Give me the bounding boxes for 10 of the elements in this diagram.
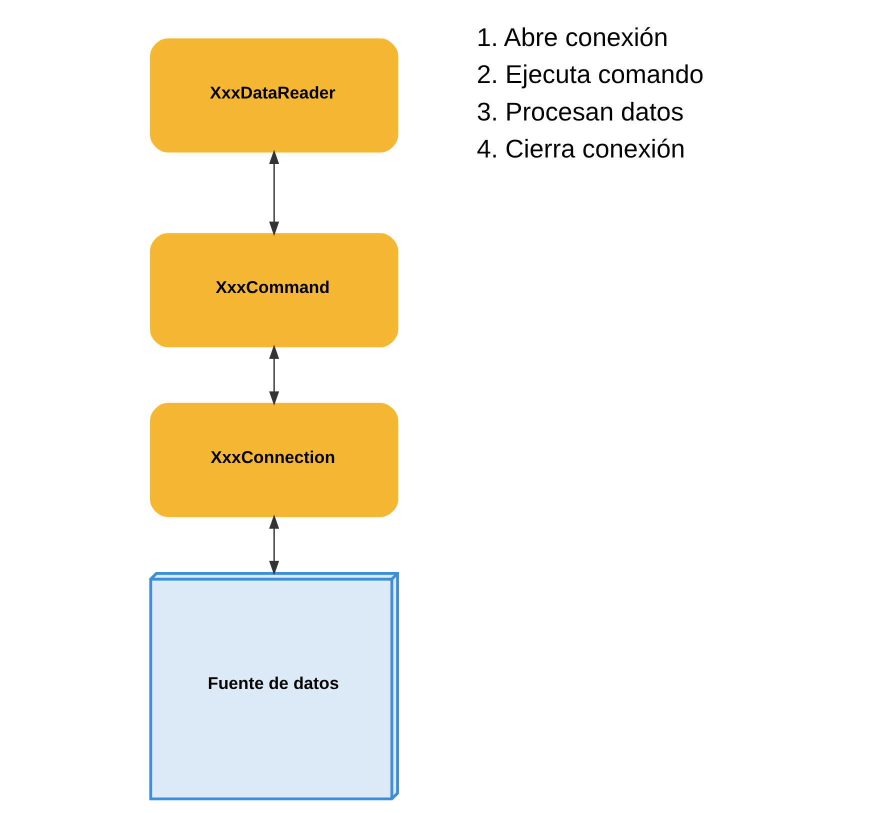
arrow bbox=[268, 514, 279, 576]
arrow bbox=[268, 150, 279, 236]
label: 3. Procesan datos bbox=[476, 98, 684, 126]
arrow bbox=[268, 344, 279, 406]
node-box: XxxCommand bbox=[150, 233, 398, 348]
label: 2. Ejecuta comando bbox=[476, 61, 704, 90]
node-box: XxxDataReader bbox=[150, 38, 398, 153]
label: 1. Abre conexión bbox=[476, 24, 668, 52]
label: 4. Cierra conexión bbox=[476, 135, 685, 164]
node-box: XxxConnection bbox=[150, 402, 398, 518]
